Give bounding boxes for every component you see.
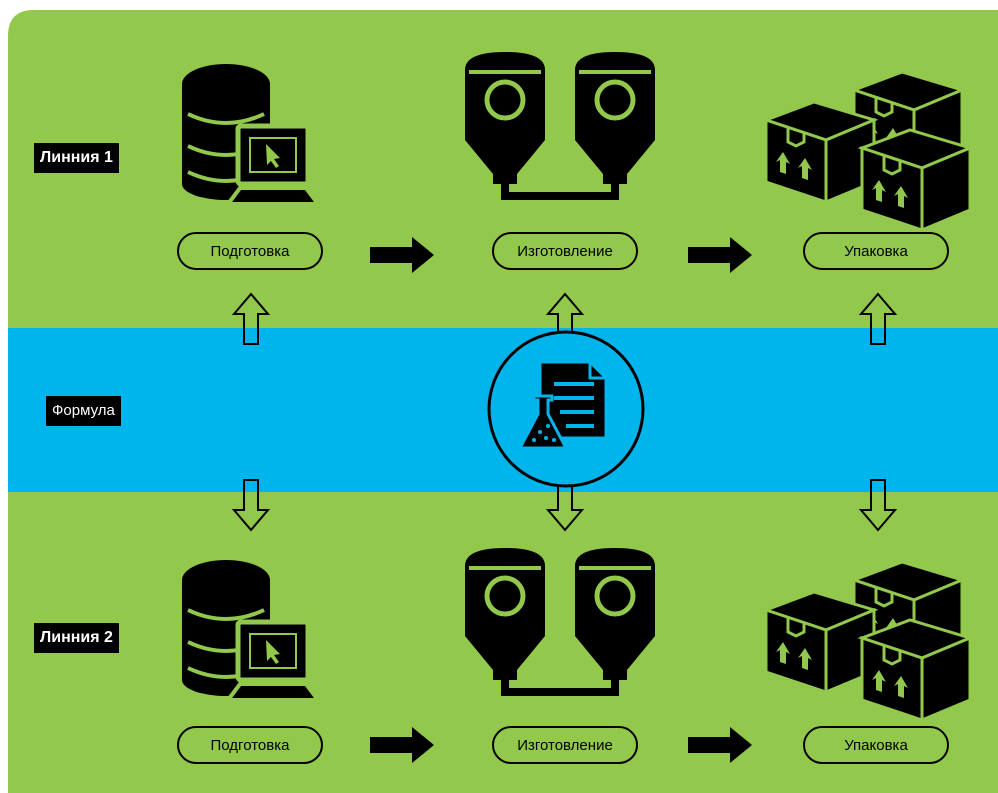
formula-label: Формула (46, 396, 121, 426)
stage-preparation: Подготовка (177, 726, 323, 764)
stage-packaging: Упаковка (803, 232, 949, 270)
stage-production: Изготовление (492, 232, 638, 270)
stage-packaging: Упаковка (803, 726, 949, 764)
stage-production: Изготовление (492, 726, 638, 764)
stage-preparation: Подготовка (177, 232, 323, 270)
line-1-label: Линния 1 (34, 143, 119, 173)
formula-document-flask-icon (487, 330, 645, 488)
line-2-label: Линния 2 (34, 623, 119, 653)
